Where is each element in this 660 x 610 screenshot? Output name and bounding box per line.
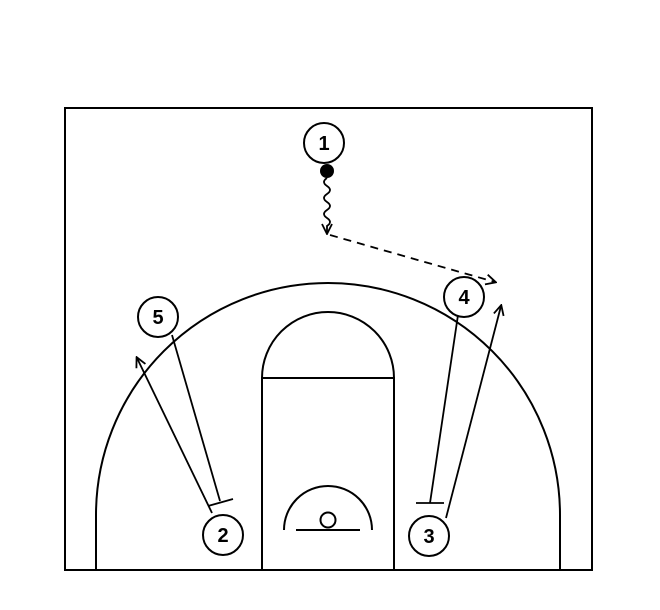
screen-line-4 xyxy=(429,314,459,504)
player-1-label: 1 xyxy=(318,133,329,155)
player-5: 5 xyxy=(137,296,179,338)
dribble-path xyxy=(324,177,330,233)
screen-bar-5 xyxy=(207,498,234,507)
ball-icon xyxy=(320,164,334,178)
player-5-label: 5 xyxy=(152,307,163,329)
restricted-area-arc xyxy=(283,485,373,531)
pass-arrow xyxy=(329,234,495,282)
player-4: 4 xyxy=(443,276,485,318)
player-2-label: 2 xyxy=(217,525,228,547)
cut-arrow-2 xyxy=(137,358,213,514)
screen-line-5 xyxy=(171,334,221,502)
three-point-line xyxy=(95,282,561,570)
basket-rim xyxy=(319,511,337,529)
half-court xyxy=(64,107,593,571)
player-4-label: 4 xyxy=(458,287,470,309)
player-2: 2 xyxy=(202,514,244,556)
player-3-label: 3 xyxy=(423,526,434,548)
free-throw-circle xyxy=(261,311,395,379)
cut-arrow-3 xyxy=(445,306,501,519)
player-3: 3 xyxy=(408,515,450,557)
player-1: 1 xyxy=(303,122,345,164)
play-actions xyxy=(137,164,501,519)
free-throw-lane xyxy=(261,377,395,571)
